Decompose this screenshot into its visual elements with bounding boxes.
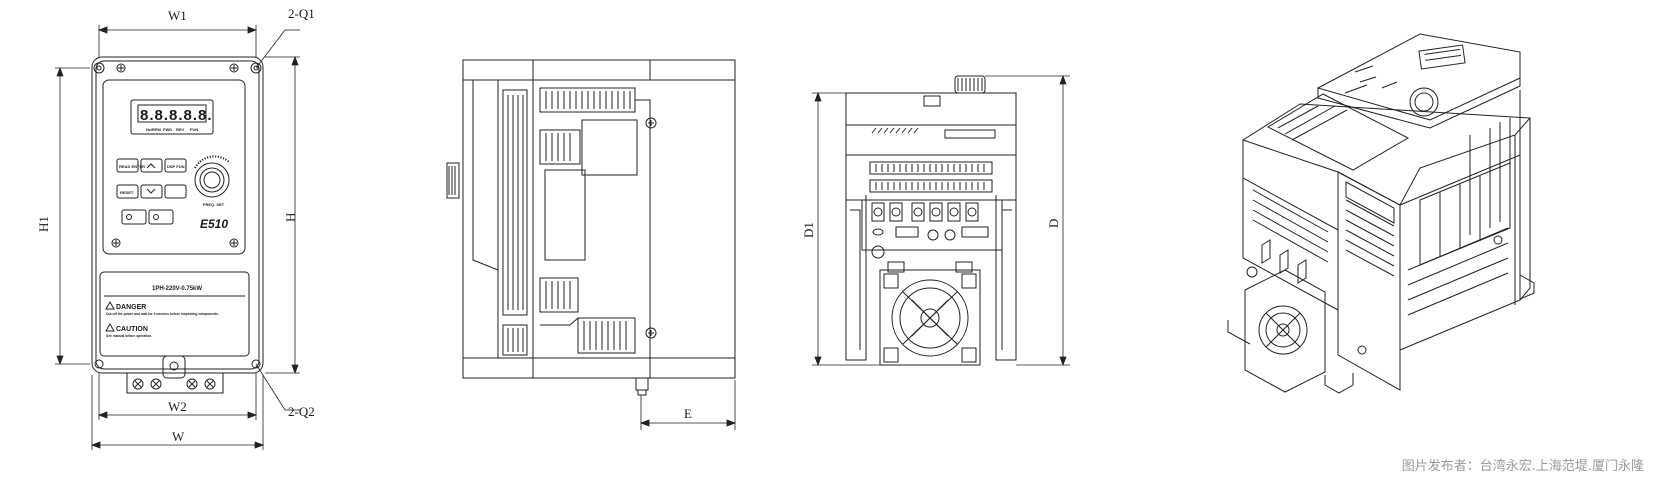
bottom-body-outline [846,93,1016,125]
led-indicators: Hz/RPM FWD REV FUN [146,127,198,132]
frequency-knob [195,163,229,197]
side-body-outline [463,60,735,378]
key-run [122,210,146,224]
model-badge: E510 [200,217,228,231]
svg-text:DSP FUN: DSP FUN [167,164,185,169]
side-vent-left [503,90,527,355]
key-stop [149,210,173,224]
rating-text: 1PH-220V-0.75kW [152,286,202,292]
bottom-vent-grid [870,162,992,192]
side-knob [447,163,459,198]
keypad-keys [117,159,186,224]
led-display [131,100,213,134]
dim-w: W [172,429,185,444]
front-dimension-lines [55,25,300,450]
cooling-fan [880,262,980,365]
image-credit: 图片发布者：台湾永宏.上海范堤.厦门永隆 [1401,459,1644,474]
bottom-terminal-block [127,373,223,393]
dim-w1: W1 [168,8,187,23]
svg-text:READ ENTER: READ ENTER [119,164,145,169]
dim-q2: 2-Q2 [288,404,315,419]
iso-keypad-module [1318,34,1520,120]
mount-hole-top-left [94,63,104,73]
danger-text: Cut-off the power and wait for 5 minutes… [106,312,219,316]
dim-d1: D1 [801,222,816,238]
led-display-digits: 8.8.8.8.8. [140,107,213,124]
side-window [545,170,585,260]
key-read-enter [117,159,138,172]
caution-title: CAUTION [116,326,148,333]
dim-e: E [684,406,692,421]
svg-text:Hz/RPM: Hz/RPM [146,127,162,132]
front-body-outline [92,57,263,373]
keypad-panel [103,80,245,254]
key-reset [117,185,138,198]
bottom-view: D1 D [801,76,1070,365]
svg-text:REV: REV [176,127,185,132]
isometric-view [1228,34,1534,393]
dim-h1: H1 [36,216,51,232]
danger-title: DANGER [116,304,146,311]
key-up [141,159,162,172]
dim-h: H [283,213,298,222]
side-view: E [447,60,735,430]
key-down [141,185,162,198]
svg-text:FUN: FUN [190,127,198,132]
svg-text:RESET: RESET [120,190,134,195]
mount-hole-top-right [251,63,261,73]
caution-text: See manual before operation. [106,334,152,338]
bottom-view-knob [955,76,985,93]
knob-label: FREQ. SET [203,202,225,207]
svg-text:FWD: FWD [163,127,172,132]
side-dimension-e [641,380,735,430]
iso-knob [1410,88,1438,116]
key-dsp-fun [165,159,186,172]
dim-d: D [1046,219,1061,228]
iso-top-plate [1243,104,1530,205]
side-vent-top [540,88,637,175]
iso-fan-module [1245,270,1325,392]
terminal-block [862,200,1002,250]
front-view: 8.8.8.8.8. Hz/RPM FWD REV FUN READ ENTER… [36,6,315,450]
key-read-enter-2 [165,185,186,198]
dim-q1: 2-Q1 [288,6,315,21]
dim-w2: W2 [168,399,187,414]
bottom-dimension-lines [812,76,1070,365]
